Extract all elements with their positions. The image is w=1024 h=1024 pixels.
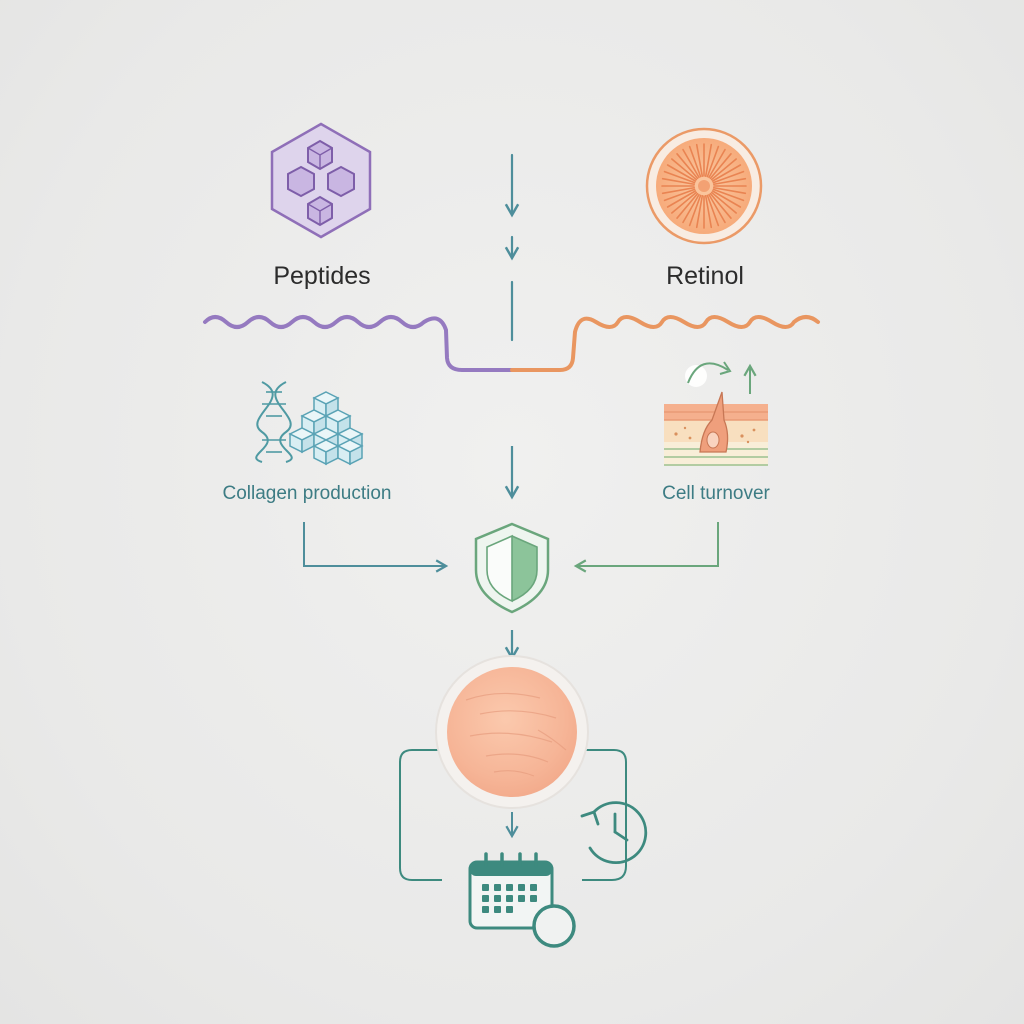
- retinol-sun-icon: [645, 127, 763, 245]
- feedback-loop-lines: [399, 749, 627, 881]
- collagen-dna-icon: [255, 381, 293, 463]
- calendar-icon: [468, 852, 576, 948]
- peptides-label: Peptides: [273, 262, 371, 290]
- collagen-production-label: Collagen production: [222, 483, 392, 504]
- cell-turnover-label: Cell turnover: [662, 483, 770, 504]
- collagen-cubes-icon: [288, 391, 364, 466]
- clock-refresh-icon: [580, 801, 648, 865]
- collagen-to-shield-arrow: [303, 522, 449, 573]
- shield-icon: [474, 522, 550, 614]
- retinol-label: Retinol: [666, 262, 744, 290]
- peptides-wave-line: [203, 315, 514, 372]
- retinol-wave-line: [510, 315, 820, 372]
- peptides-hexagon-icon: [270, 122, 372, 239]
- skin-sphere-icon: [435, 655, 589, 809]
- cell-turnover-skin-icon: [664, 361, 768, 466]
- cell-to-shield-arrow: [573, 522, 719, 573]
